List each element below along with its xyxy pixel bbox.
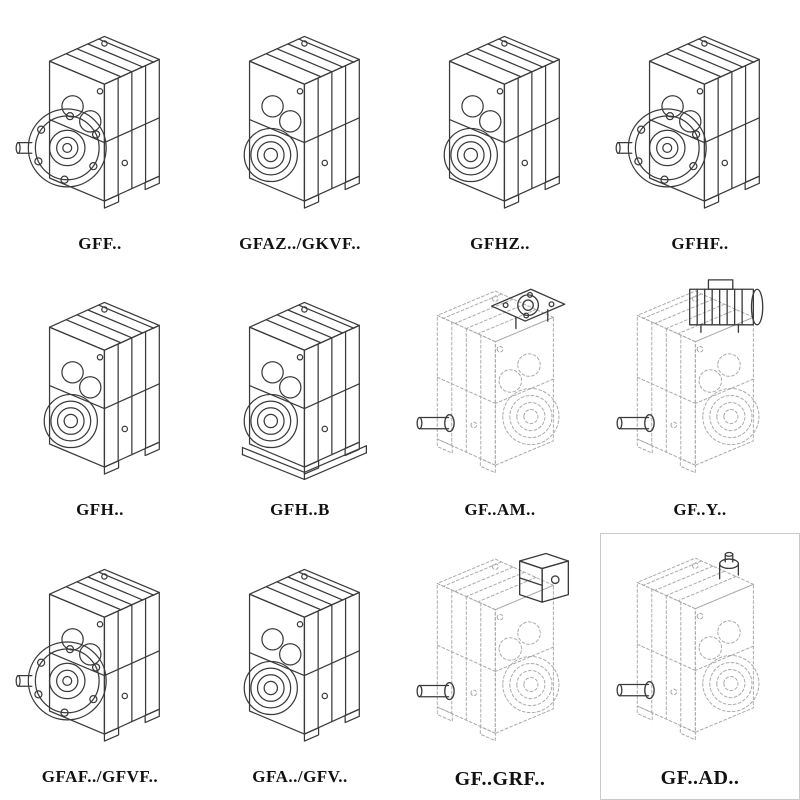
catalog-cell-gff: GFF.. (0, 0, 200, 267)
catalog-cell-gfhz: GFHZ.. (400, 0, 600, 267)
gearbox-hollow-shaft-drawing (412, 24, 588, 232)
model-label: GFH.. (76, 500, 124, 520)
gearbox-foot-mounted-base-drawing (212, 290, 388, 498)
model-label: GF..AD.. (660, 766, 740, 789)
catalog-cell-gfaf-gfvf: GFAF../GFVF.. (0, 533, 200, 800)
catalog-cell-gf-y: GF..Y.. (600, 267, 800, 534)
catalog-cell-gfh: GFH.. (0, 267, 200, 534)
catalog-cell-gf-grf: GF..GRF.. (400, 533, 600, 800)
model-label: GFF.. (78, 233, 122, 253)
catalog-cell-gfh-b: GFH..B (200, 267, 400, 534)
catalog-cell-gfa-gfv: GFA../GFV.. (200, 533, 400, 800)
gearbox-input-adapter-drawing (605, 545, 795, 765)
model-label: GFHF.. (671, 233, 729, 253)
gearbox-hollow-shaft-drawing (212, 557, 388, 765)
gearbox-hollow-shaft-drawing (212, 24, 388, 232)
model-label: GF..Y.. (673, 500, 727, 520)
gearbox-flange-drawing (612, 24, 788, 232)
model-label: GFAZ../GKVF.. (239, 233, 361, 253)
model-label: GF..AM.. (464, 500, 536, 520)
model-label: GFAF../GFVF.. (41, 766, 159, 786)
gearbox-input-housing-drawing (405, 546, 595, 766)
model-label: GF..GRF.. (454, 767, 546, 790)
gearbox-flange-drawing (12, 24, 188, 232)
catalog-cell-gfaz-gkvf: GFAZ../GKVF.. (200, 0, 400, 267)
gearbox-motor-adapter-drawing (405, 278, 595, 498)
gearbox-flange-drawing (12, 557, 188, 765)
model-label: GFHZ.. (470, 233, 530, 253)
catalog-cell-gf-am: GF..AM.. (400, 267, 600, 534)
model-label: GFA../GFV.. (252, 766, 348, 786)
model-label: GFH..B (270, 500, 330, 520)
gearbox-foot-mounted-drawing (12, 290, 188, 498)
catalog-cell-gf-ad: GF..AD.. (600, 533, 800, 800)
gearbox-with-motor-drawing (605, 278, 795, 498)
catalog-cell-gfhf: GFHF.. (600, 0, 800, 267)
